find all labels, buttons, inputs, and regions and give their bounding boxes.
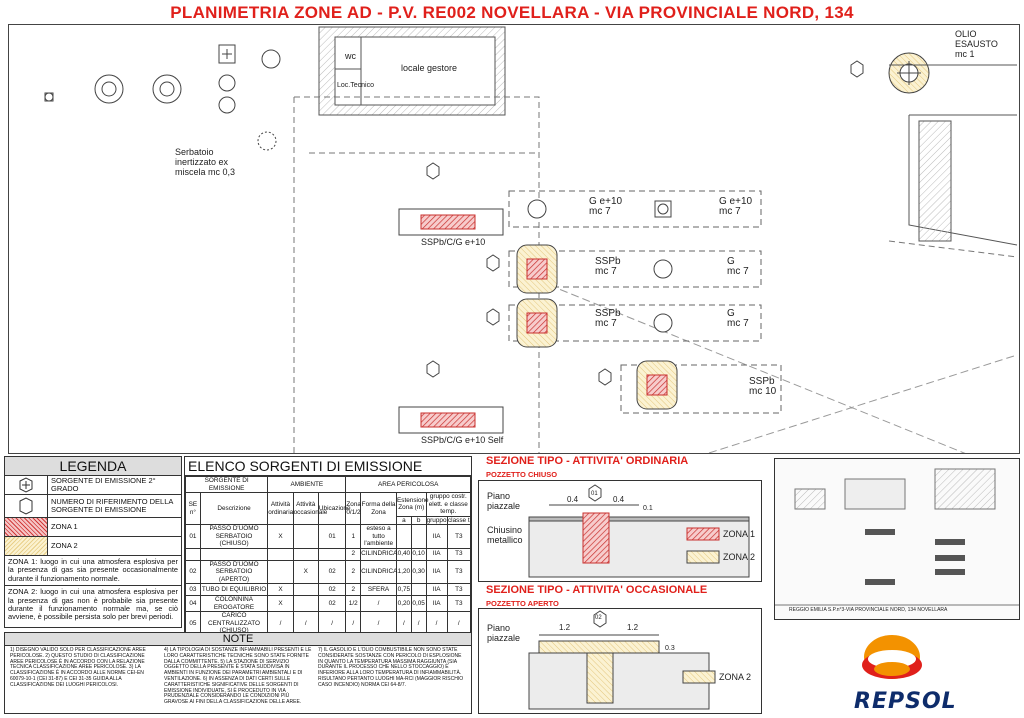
serbatoio-label: Serbatoio inertizzato ex miscela mc 0,3 bbox=[175, 147, 236, 177]
section2-dim-left: 1.2 bbox=[559, 623, 571, 632]
section2-dim-v: 0.3 bbox=[665, 645, 675, 652]
dispenser-1-label: SSPb/C/G e+10 bbox=[421, 237, 486, 247]
section2-dim-right: 1.2 bbox=[627, 623, 639, 632]
legend-row: SORGENTE DI EMISSIONE 2° GRADO bbox=[5, 476, 181, 495]
legend: LEGENDA SORGENTE DI EMISSIONE 2° GRADO N… bbox=[4, 456, 182, 628]
site-plan-drawing bbox=[44, 26, 1018, 453]
section1-dim-v: 0.1 bbox=[643, 505, 653, 512]
note-col-3: 7) IL GASOLIO E L'OLIO COMBUSTIBILE NON … bbox=[318, 647, 464, 688]
section1-ref: 01 bbox=[591, 491, 598, 497]
section2-piano-label: Piano piazzale bbox=[487, 623, 521, 643]
site-plan: wc locale gestore Loc.Tecnico OLIO ESAUS… bbox=[8, 24, 1020, 454]
section1-zona1: ZONA 1 bbox=[723, 529, 756, 539]
olio-esausto-label: OLIO ESAUSTO mc 1 bbox=[955, 29, 998, 59]
legend-row: ZONA 1 bbox=[5, 518, 181, 537]
section2-zona2: ZONA 2 bbox=[719, 672, 752, 682]
legend-row: NUMERO DI RIFERIMENTO DELLA SORGENTE DI … bbox=[5, 495, 181, 518]
section1-title: SEZIONE TIPO - ATTIVITA' ORDINARIA bbox=[486, 455, 689, 467]
section1-piano-label: Piano piazzale bbox=[487, 491, 521, 511]
repsol-wordmark: REPSOL bbox=[854, 689, 957, 714]
page-title: PLANIMETRIA ZONE AD - P.V. RE002 NOVELLA… bbox=[170, 3, 854, 22]
note-col-2: 4) LA TIPOLOGIA DI SOSTANZE INFIAMMABILI… bbox=[164, 647, 312, 706]
emission-sources-table: ELENCO SORGENTI DI EMISSIONE SORGENTE DI… bbox=[184, 456, 472, 659]
dispenser-2-label: SSPb/C/G e+10 Self bbox=[421, 435, 504, 445]
note-col-1: 1) DISEGNO VALIDO SOLO PER CLASSIFICAZIO… bbox=[10, 647, 146, 688]
section1-drawing: Piano piazzale Chiusino metallico 0.4 0.… bbox=[478, 480, 762, 582]
section1-zona2: ZONA 2 bbox=[723, 552, 756, 562]
section2-ref: 02 bbox=[595, 615, 602, 621]
section2-title: SEZIONE TIPO - ATTIVITA' OCCASIONALE bbox=[486, 584, 708, 596]
source-markers bbox=[426, 60, 864, 386]
section1-dim-right: 0.4 bbox=[613, 495, 625, 504]
section1-subtitle: POZZETTO CHIUSO bbox=[486, 470, 558, 479]
repsol-logo: REPSOL bbox=[832, 623, 1022, 714]
notes-title: NOTE bbox=[5, 633, 471, 646]
section2-subtitle: POZZETTO APERTO bbox=[486, 599, 559, 608]
legend-title: LEGENDA bbox=[5, 457, 181, 476]
bollards bbox=[44, 44, 281, 151]
sources-title: ELENCO SORGENTI DI EMISSIONE bbox=[185, 457, 471, 476]
minimap-road-label: REGGIO EMILIA S.P.n°3-VIA PROVINCIALE NO… bbox=[789, 607, 948, 613]
location-minimap: REGGIO EMILIA S.P.n°3-VIA PROVINCIALE NO… bbox=[774, 458, 1020, 620]
notes: NOTE 1) DISEGNO VALIDO SOLO PER CLASSIFI… bbox=[4, 632, 472, 714]
loc-tecnico-label: Loc.Tecnico bbox=[337, 82, 374, 89]
ponte-sollevatore bbox=[918, 120, 952, 242]
section2-drawing: Piano piazzale 1.2 1.2 02 0.3 ZONA 2 bbox=[478, 608, 762, 714]
locale-gestore-label: locale gestore bbox=[401, 63, 458, 73]
section1-dim-left: 0.4 bbox=[567, 495, 579, 504]
repsol-mark-icon bbox=[862, 635, 922, 679]
zona2-swatch bbox=[5, 537, 48, 555]
section1-chiusino-label: Chiusino metallico bbox=[487, 525, 523, 545]
wc-label: wc bbox=[345, 51, 356, 61]
zona2-description: ZONA 2: luogo in cui una atmosfera esplo… bbox=[8, 587, 178, 622]
zona1-swatch bbox=[5, 518, 48, 536]
zona1-description: ZONA 1: luogo in cui una atmosfera esplo… bbox=[5, 556, 181, 587]
legend-row: ZONA 2 bbox=[5, 537, 181, 556]
